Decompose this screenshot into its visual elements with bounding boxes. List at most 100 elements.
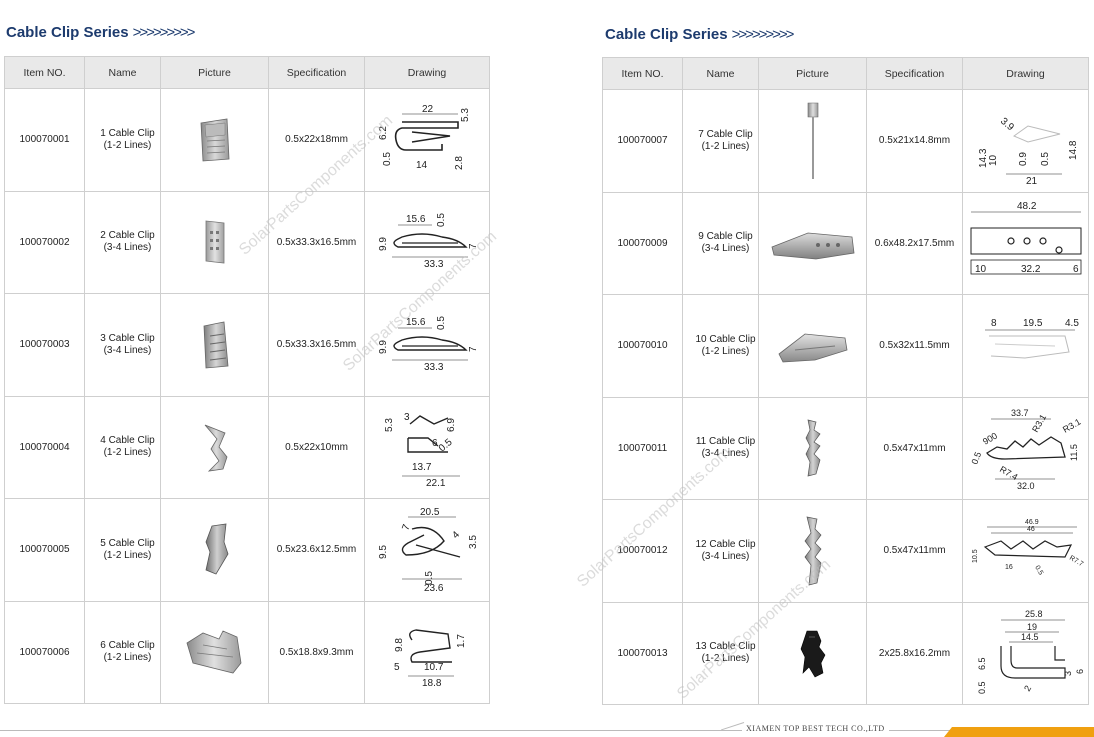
table-row: 100070007 7 Cable Clip(1-2 Lines) 0.5x21… — [602, 89, 1089, 193]
item-number: 100070006 — [4, 600, 85, 704]
product-picture — [160, 395, 269, 499]
svg-text:7: 7 — [468, 243, 479, 249]
series-title: Cable Clip Series>>>>>>>>> — [6, 24, 196, 41]
svg-text:11.5: 11.5 — [1069, 444, 1079, 461]
header-drawing: Drawing — [364, 56, 490, 89]
svg-text:48.2: 48.2 — [1017, 201, 1037, 212]
svg-text:10.5: 10.5 — [972, 549, 979, 563]
footer-company-name: XIAMEN TOP BEST TECH CO.,LTD — [742, 724, 889, 733]
svg-text:19: 19 — [1027, 622, 1037, 632]
item-number: 100070005 — [4, 498, 85, 602]
specification: 0.5x33.3x16.5mm — [268, 293, 365, 397]
specification: 0.5x32x11.5mm — [866, 294, 963, 398]
svg-text:15.6: 15.6 — [406, 214, 426, 225]
svg-text:16: 16 — [1005, 564, 1013, 571]
header-item-no: Item NO. — [602, 57, 683, 90]
table-row: 100070004 4 Cable Clip(1-2 Lines) 0.5x22… — [4, 395, 490, 499]
item-number: 100070003 — [4, 293, 85, 397]
svg-text:3.5: 3.5 — [468, 534, 479, 548]
technical-drawing: 20.5 7 9.5 4 3.5 0.5 23.6 — [364, 498, 490, 602]
svg-text:6.9: 6.9 — [446, 418, 457, 432]
svg-text:3: 3 — [1063, 671, 1073, 676]
table-row: 100070002 2 Cable Clip(3-4 Lines) 0.5x33… — [4, 190, 490, 294]
svg-text:3.9: 3.9 — [998, 116, 1016, 134]
product-name: 13 Cable Clip(1-2 Lines) — [682, 601, 759, 705]
product-name: 7 Cable Clip(1-2 Lines) — [682, 89, 759, 193]
catalog-table-right: Item NO. Name Picture Specification Draw… — [602, 57, 1089, 705]
item-number: 100070007 — [602, 89, 683, 193]
product-name: 5 Cable Clip(1-2 Lines) — [84, 498, 161, 602]
svg-text:14: 14 — [416, 160, 428, 171]
specification: 0.5x47x11mm — [866, 499, 963, 603]
svg-text:9.5: 9.5 — [378, 544, 389, 558]
specification: 0.5x18.8x9.3mm — [268, 600, 365, 704]
product-name: 6 Cable Clip(1-2 Lines) — [84, 600, 161, 704]
specification: 0.5x22x18mm — [268, 88, 365, 192]
svg-text:13.7: 13.7 — [412, 462, 432, 473]
technical-drawing: 5.3 3 6.9 6 0.5 13.7 22.1 — [364, 395, 490, 499]
product-name: 11 Cable Clip(3-4 Lines) — [682, 396, 759, 500]
product-name: 10 Cable Clip(1-2 Lines) — [682, 294, 759, 398]
header-item-no: Item NO. — [4, 56, 85, 89]
item-number: 100070010 — [602, 294, 683, 398]
table-row: 100070006 6 Cable Clip(1-2 Lines) 0.5x18… — [4, 600, 490, 704]
svg-text:0.5: 0.5 — [382, 151, 393, 165]
product-picture — [758, 89, 867, 193]
table-header-row: Item NO. Name Picture Specification Draw… — [602, 57, 1089, 90]
item-number: 100070012 — [602, 499, 683, 603]
svg-text:25.8: 25.8 — [1025, 609, 1043, 619]
svg-text:2: 2 — [1022, 684, 1033, 693]
svg-text:0.5: 0.5 — [436, 213, 447, 227]
technical-drawing: 15.6 0.5 9.9 7 33.3 — [364, 190, 490, 294]
svg-text:R3.1: R3.1 — [1030, 413, 1048, 434]
svg-text:5.3: 5.3 — [384, 418, 395, 432]
svg-text:22.1: 22.1 — [426, 478, 446, 489]
technical-drawing: 22 5.3 6.2 0.5 14 2.8 — [364, 88, 490, 192]
svg-text:23.6: 23.6 — [424, 583, 444, 594]
svg-text:9.9: 9.9 — [378, 339, 389, 353]
technical-drawing: 46.9 46 10.5 16 0.5 R7.7 — [962, 499, 1089, 603]
svg-text:0.9: 0.9 — [1018, 151, 1029, 165]
svg-text:R3.1: R3.1 — [1061, 417, 1082, 435]
item-number: 100070009 — [602, 191, 683, 295]
footer-divider — [0, 730, 1094, 731]
item-number: 100070002 — [4, 190, 85, 294]
header-name: Name — [682, 57, 759, 90]
specification: 0.5x22x10mm — [268, 395, 365, 499]
table-header-row: Item NO. Name Picture Specification Draw… — [4, 56, 490, 89]
svg-text:33.3: 33.3 — [424, 362, 444, 373]
svg-text:8: 8 — [991, 318, 997, 329]
chevron-decoration: >>>>>>>>> — [132, 24, 196, 41]
svg-text:7: 7 — [400, 522, 412, 531]
product-picture — [160, 293, 269, 397]
product-name: 9 Cable Clip(3-4 Lines) — [682, 191, 759, 295]
svg-text:R7.4: R7.4 — [998, 464, 1019, 482]
product-name: 4 Cable Clip(1-2 Lines) — [84, 395, 161, 499]
header-specification: Specification — [268, 56, 365, 89]
svg-text:32.0: 32.0 — [1017, 481, 1035, 491]
product-name: 12 Cable Clip(3-4 Lines) — [682, 499, 759, 603]
technical-drawing: 15.6 0.5 9.9 7 33.3 — [364, 293, 490, 397]
product-picture — [758, 191, 867, 295]
item-number: 100070001 — [4, 88, 85, 192]
svg-text:14.3: 14.3 — [978, 148, 989, 168]
product-picture — [160, 498, 269, 602]
svg-text:10: 10 — [975, 264, 987, 275]
svg-text:0.5: 0.5 — [436, 315, 447, 329]
specification: 0.5x47x11mm — [866, 396, 963, 500]
table-row: 100070010 10 Cable Clip(1-2 Lines) 0.5x3… — [602, 294, 1089, 398]
table-row: 100070001 1 Cable Clip(1-2 Lines) 0.5x22… — [4, 88, 490, 192]
technical-drawing: 9.8 1.7 5 10.7 18.8 — [364, 600, 490, 704]
specification: 2x25.8x16.2mm — [866, 601, 963, 705]
svg-text:46: 46 — [1027, 526, 1035, 533]
table-row: 100070009 9 Cable Clip(3-4 Lines) 0.6x48… — [602, 191, 1089, 295]
footer-accent-bar — [944, 727, 1094, 737]
table-row: 100070013 13 Cable Clip(1-2 Lines) 2x25.… — [602, 601, 1089, 705]
svg-text:0.5: 0.5 — [1033, 564, 1044, 576]
item-number: 100070013 — [602, 601, 683, 705]
svg-text:5: 5 — [394, 662, 400, 673]
item-number: 100070004 — [4, 395, 85, 499]
svg-text:32.2: 32.2 — [1021, 264, 1041, 275]
header-specification: Specification — [866, 57, 963, 90]
svg-text:5.3: 5.3 — [460, 107, 471, 121]
